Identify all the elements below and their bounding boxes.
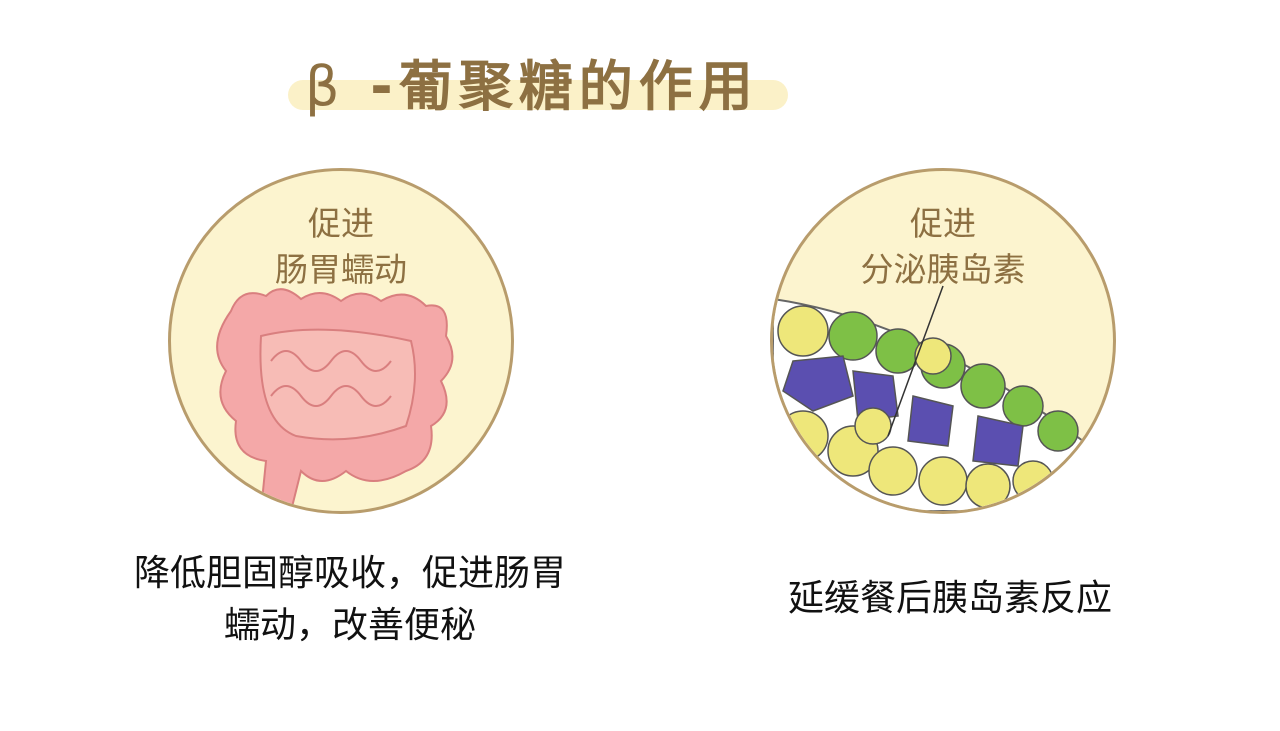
label-line: 肠胃蠕动 <box>275 250 407 289</box>
title-text: -葡聚糖的作用 <box>370 55 759 118</box>
title-highlight <box>288 80 788 110</box>
caption-line: 降低胆固醇吸收，促进肠胃 <box>133 553 566 594</box>
label-line: 分泌胰岛素 <box>860 250 1026 289</box>
beta-symbol: β <box>305 55 346 118</box>
pancreas-cells-illustration: 促进分泌胰岛素 <box>770 168 1116 514</box>
cells-icon <box>773 285 1113 511</box>
page-title: β -葡聚糖的作用 <box>305 42 759 121</box>
label-line: 促进 <box>910 204 976 243</box>
right-caption: 延缓餐后胰岛素反应 <box>787 578 1112 619</box>
intestine-illustration: 促进肠胃蠕动 <box>168 168 514 514</box>
intestine-icon <box>216 288 454 511</box>
left-caption: 降低胆固醇吸收，促进肠胃蠕动，改善便秘 <box>90 548 610 652</box>
caption-line: 蠕动，改善便秘 <box>223 605 476 646</box>
intestine-label: 促进肠胃蠕动 <box>171 201 511 293</box>
label-line: 促进 <box>308 204 374 243</box>
pancreas-label: 促进分泌胰岛素 <box>773 201 1113 293</box>
